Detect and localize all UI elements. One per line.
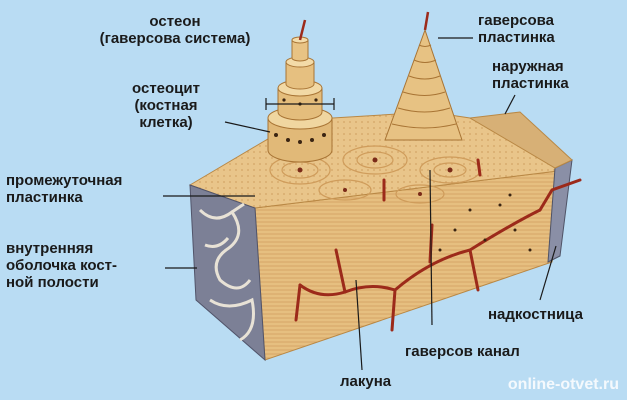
osteon-right-cone xyxy=(384,28,463,141)
outer-lamella-layer xyxy=(468,111,573,169)
label-haversian-canal: гаверсов канал xyxy=(405,343,520,360)
label-interstitial-lamella: промежуточная пластинка xyxy=(6,172,123,206)
label-haversian-lamella: гаверсова пластинка xyxy=(478,12,555,46)
osteocyte-dots xyxy=(274,98,326,144)
osteon-vessel-right xyxy=(423,11,430,31)
osteon-vessel-left xyxy=(298,19,307,41)
label-lacuna: лакуна xyxy=(340,373,392,390)
label-outer-lamella: наружная пластинка xyxy=(492,58,569,92)
label-osteocyte: остеоцит (костная клетка) xyxy=(132,80,200,131)
label-osteon: остеон (гаверсова система) xyxy=(99,13,251,47)
marrow-spongy xyxy=(198,202,255,342)
label-endosteum: внутренняя оболочка кост- ной полости xyxy=(6,240,118,291)
watermark: online-otvet.ru xyxy=(507,376,619,393)
leader-lines xyxy=(163,37,557,371)
haversian-canals-top xyxy=(297,157,453,196)
label-periosteum: надкостница xyxy=(488,306,583,323)
lacunae-dots xyxy=(438,193,532,252)
marrow-cavity xyxy=(189,184,266,362)
